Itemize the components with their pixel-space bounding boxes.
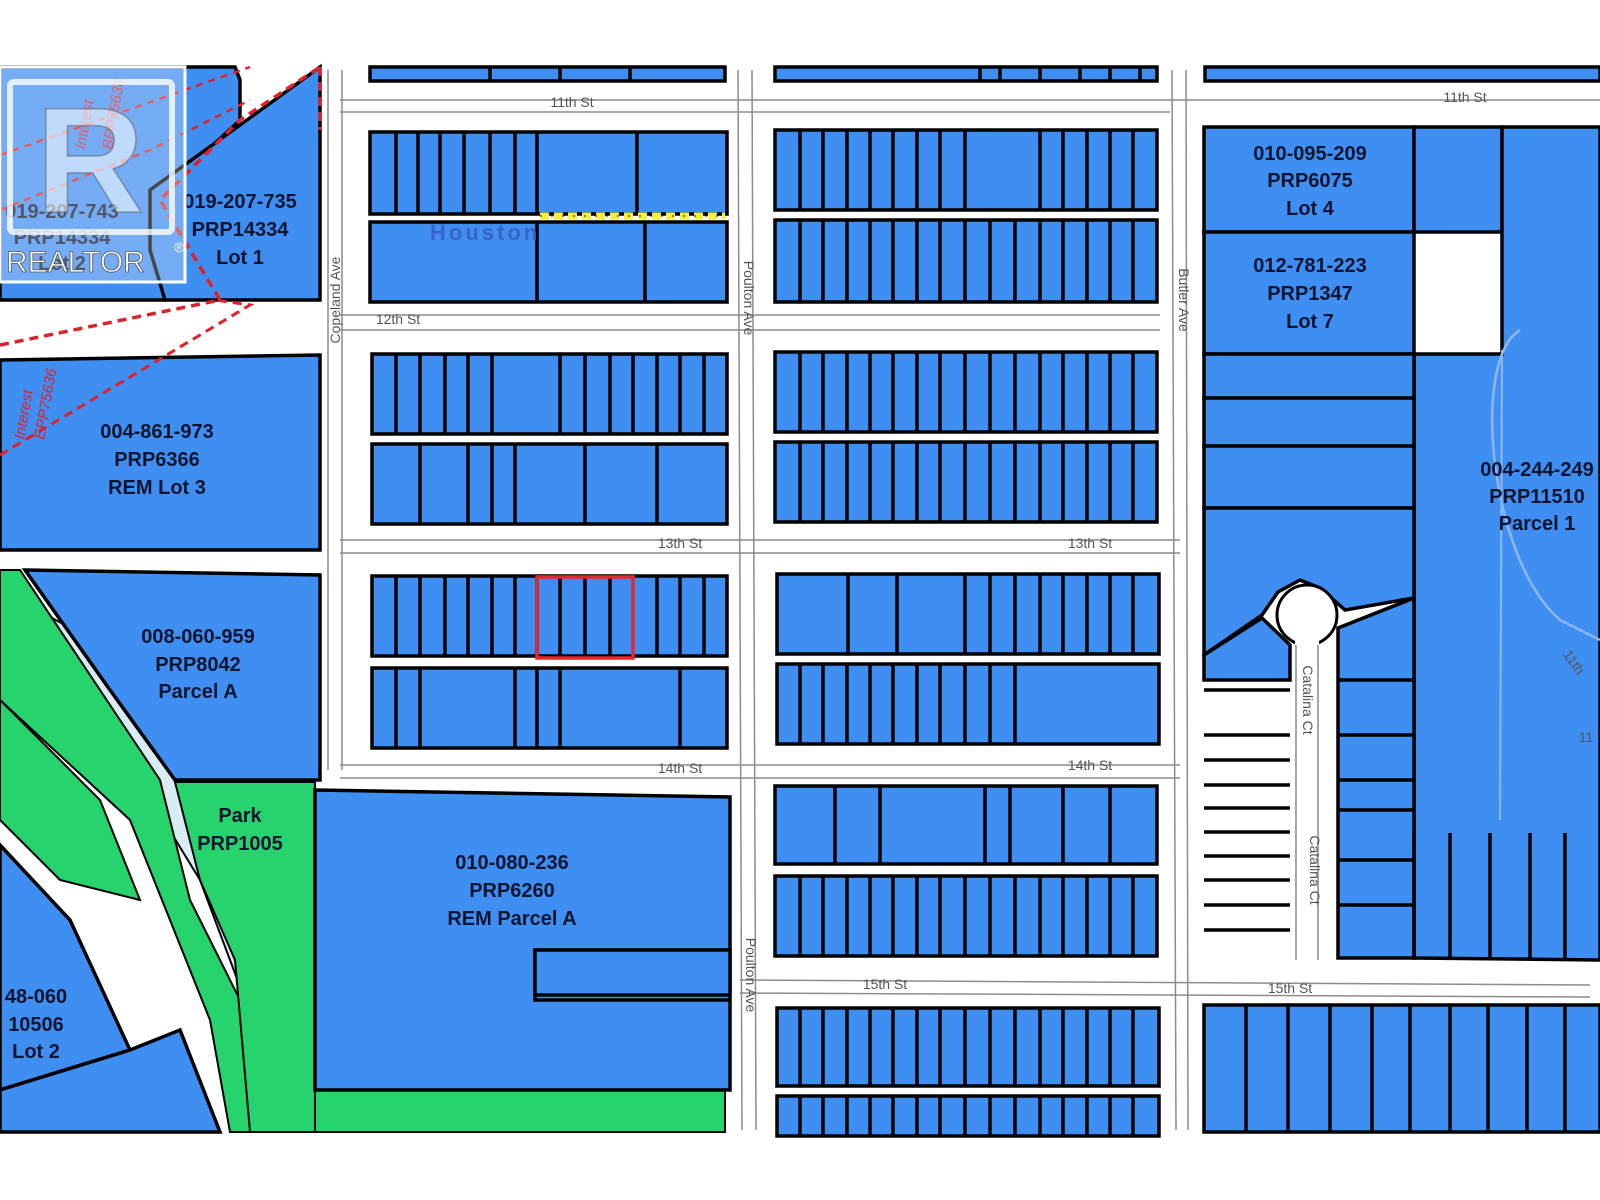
street-13th-right: 13th St [1068, 535, 1112, 551]
street-butler: Butler Ave [1176, 268, 1192, 332]
subject-property-outline[interactable] [535, 575, 635, 660]
svg-text:008-060-959: 008-060-959 [141, 626, 254, 648]
parcel-label-p1: 019-207-743 PRP14334 Lot 2 [5, 201, 118, 275]
svg-text:Lot 7: Lot 7 [1286, 311, 1334, 333]
blocks-middle [368, 65, 729, 750]
catalina-road [1295, 640, 1319, 960]
street-edge-label: 11 [1579, 729, 1594, 745]
svg-text:Lot 2: Lot 2 [12, 1041, 60, 1063]
svg-text:Lot 2: Lot 2 [38, 253, 86, 275]
svg-text:PRP1347: PRP1347 [1267, 283, 1353, 305]
blocks-right-center [773, 65, 1161, 1138]
street-labels: 11th St 11th St 12th St 13th St 13th St … [327, 89, 1593, 1012]
street-copeland: Copeland Ave [327, 256, 343, 343]
street-poulton-lower: Poulton Ave [743, 938, 759, 1013]
parcel-label-p3: 010-095-209 PRP6075 Lot 4 [1253, 143, 1366, 220]
realtor-brand-text: REALTOR [6, 246, 145, 279]
parcel-label-p5: 004-861-973 PRP6366 REM Lot 3 [100, 421, 213, 499]
realtor-logo-letter: R [36, 76, 144, 244]
svg-text:Lot 4: Lot 4 [1286, 198, 1335, 220]
street-12th: 12th St [376, 311, 420, 327]
internal-road-curve [1490, 328, 1600, 642]
street-poulton-upper: Poulton Ave [741, 261, 757, 336]
parcel-labels: 019-207-743 PRP14334 Lot 2 019-207-735 P… [5, 143, 1594, 1063]
svg-text:PRP6075: PRP6075 [1267, 170, 1353, 192]
parcel-010-080-236[interactable] [313, 788, 732, 1092]
svg-text:010-095-209: 010-095-209 [1253, 143, 1366, 165]
street-11th-right: 11th St [1443, 89, 1486, 105]
parcel-010-080-236-annex [533, 948, 732, 997]
svg-text:Park: Park [218, 805, 262, 827]
svg-text:10506: 10506 [8, 1014, 64, 1036]
street-11th-left: 11th St [550, 94, 593, 110]
svg-text:48-060: 48-060 [5, 986, 67, 1008]
parcel-label-p9: 48-060 10506 Lot 2 [5, 986, 67, 1063]
park-areas [0, 569, 726, 1133]
street-13th-left: 13th St [658, 535, 702, 551]
svg-text:019-207-735: 019-207-735 [183, 191, 296, 213]
svg-text:PRP11510: PRP11510 [1489, 486, 1585, 508]
internal-road-edge [1499, 349, 1503, 821]
svg-text:PRP1005: PRP1005 [197, 833, 283, 855]
parcel-label-p4: 012-781-223 PRP1347 Lot 7 [1253, 255, 1366, 333]
parcel-label-park: Park PRP1005 [197, 805, 283, 855]
street-catalina-lower: Catalina Ct [1307, 835, 1323, 904]
svg-text:PRP6260: PRP6260 [469, 880, 555, 902]
street-14th-right: 14th St [1068, 757, 1112, 773]
cul-de-sac [1275, 583, 1339, 647]
svg-text:PRP6366: PRP6366 [114, 449, 200, 471]
street-15th-left: 15th St [863, 976, 907, 992]
svg-text:004-861-973: 004-861-973 [100, 421, 213, 443]
svg-text:Parcel A: Parcel A [158, 681, 237, 703]
svg-text:019-207-743: 019-207-743 [5, 201, 118, 223]
road-edges [327, 69, 1600, 1131]
parcel-label-p6: 004-244-249 PRP11510 Parcel 1 [1480, 459, 1593, 535]
svg-text:PRP8042: PRP8042 [155, 654, 241, 676]
svg-text:PRP14334: PRP14334 [192, 219, 290, 241]
svg-text:004-244-249: 004-244-249 [1480, 459, 1593, 481]
parcels-left-column [0, 63, 322, 1134]
svg-text:010-080-236: 010-080-236 [455, 852, 568, 874]
svg-text:REM Parcel A: REM Parcel A [447, 908, 576, 930]
parcel-label-p8: 010-080-236 PRP6260 REM Parcel A [447, 852, 576, 930]
svg-text:012-781-223: 012-781-223 [1253, 255, 1366, 277]
svg-text:Parcel 1: Parcel 1 [1499, 513, 1576, 535]
parcel-label-p7: 008-060-959 PRP8042 Parcel A [141, 626, 254, 703]
area-label-houston: Houston [430, 220, 540, 245]
street-14th-left: 14th St [658, 760, 702, 776]
street-15th-right: 15th St [1268, 980, 1312, 996]
parcel-label-p2: 019-207-735 PRP14334 Lot 1 [183, 191, 296, 269]
svg-text:REM Lot 3: REM Lot 3 [108, 477, 206, 499]
parcels-right-column [1202, 65, 1600, 1134]
realtor-watermark: R REALTOR ® [0, 65, 187, 284]
svg-text:Lot 1: Lot 1 [216, 247, 264, 269]
interest-boundary [0, 65, 322, 457]
realtor-registered-mark: ® [174, 239, 185, 255]
street-catalina-upper: Catalina Ct [1300, 665, 1316, 734]
